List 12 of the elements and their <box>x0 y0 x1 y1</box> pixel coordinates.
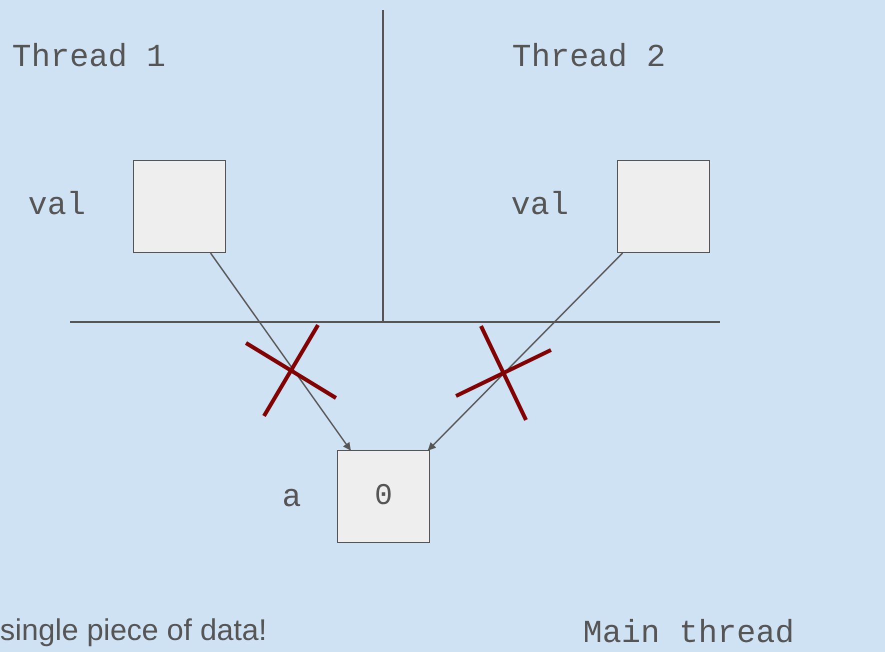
arrow <box>210 252 351 451</box>
variable-label: val <box>28 190 86 222</box>
variable-box <box>133 160 226 253</box>
variable-label: val <box>511 190 569 222</box>
thread-title: Thread 1 <box>12 42 166 74</box>
variable-label: a <box>282 482 302 514</box>
thread-title: Main thread <box>583 618 794 650</box>
caption-text: single piece of data! <box>0 616 267 646</box>
arrow <box>428 252 624 451</box>
variable-box: 0 <box>337 450 430 543</box>
thread-title: Thread 2 <box>512 42 666 74</box>
variable-box <box>617 160 710 253</box>
